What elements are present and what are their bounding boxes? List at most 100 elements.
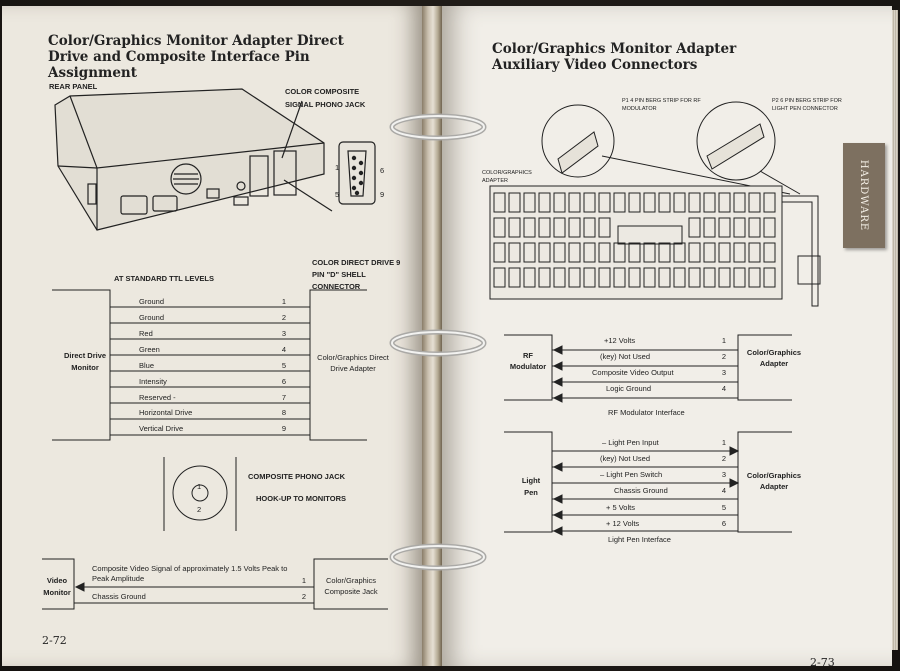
rf-signal-name: (key) Not Used — [600, 352, 651, 361]
board-chip — [733, 217, 746, 238]
board-chip — [523, 217, 536, 238]
board-chip — [673, 192, 686, 213]
board-chip — [628, 242, 641, 263]
board-chip — [643, 267, 656, 288]
lp-signal-name: Chassis Ground — [614, 486, 668, 495]
direct-drive-lines — [52, 289, 367, 441]
board-chip — [493, 242, 506, 263]
composite-signal-name: Composite Video Signal of approximately … — [92, 564, 288, 583]
phono-pin-1: 1 — [197, 482, 202, 491]
left-page-title: Color/Graphics Monitor Adapter Direct Dr… — [48, 33, 344, 81]
board-chip — [583, 217, 596, 238]
board-chip — [523, 242, 536, 263]
board-chip — [508, 192, 521, 213]
direct-drive-monitor-label: Direct Drive Monitor — [63, 351, 107, 372]
adapter-board — [489, 185, 821, 307]
berg-strip-callouts — [541, 101, 801, 195]
board-chip — [703, 242, 716, 263]
signal-pin: 4 — [281, 345, 286, 354]
board-chip — [493, 267, 506, 288]
rf-interface-lines — [504, 334, 792, 403]
composite-signal-pin: 2 — [301, 592, 306, 601]
board-chip — [703, 192, 716, 213]
signal-name: Horizontal Drive — [139, 408, 193, 417]
board-chip — [673, 242, 686, 263]
board-chip — [673, 267, 686, 288]
board-chip — [763, 192, 776, 213]
board-chip — [568, 267, 581, 288]
right-page-number: 2-73 — [810, 656, 835, 666]
lp-signal-pin: 3 — [721, 470, 726, 479]
rf-signal-name: Composite Video Output — [592, 368, 674, 377]
signal-name: Ground — [139, 313, 165, 322]
dsub-pin-9: 9 — [380, 190, 385, 199]
phono-jack-subtitle: HOOK-UP TO MONITORS — [256, 494, 347, 503]
rf-arrow — [552, 345, 563, 355]
rf-signal-pin: 2 — [721, 352, 726, 361]
lp-signal-pin: 1 — [721, 438, 726, 447]
signal-name: Vertical Drive — [139, 424, 184, 433]
hardware-section-tab[interactable]: HARDWARE — [843, 143, 885, 248]
lp-signal-name: (key) Not Used — [600, 454, 651, 463]
board-chip — [508, 217, 521, 238]
board-chip — [598, 217, 611, 238]
board-chip — [733, 192, 746, 213]
board-chip — [718, 242, 731, 263]
board-chip — [508, 242, 521, 263]
rear-panel-label: REAR PANEL — [49, 82, 98, 91]
board-chip — [643, 192, 656, 213]
board-chip — [748, 217, 761, 238]
composite-interface-lines — [42, 558, 388, 610]
board-chip — [748, 242, 761, 263]
board-chip — [733, 267, 746, 288]
lp-arrow — [729, 478, 740, 488]
board-chip — [493, 192, 506, 213]
board-chip — [703, 217, 716, 238]
board-chip — [658, 242, 671, 263]
board-chip — [718, 192, 731, 213]
video-monitor-label: Video Monitor — [43, 576, 71, 597]
rf-signal-pin: 3 — [721, 368, 726, 377]
rf-interface-caption: RF Modulator Interface — [608, 408, 685, 417]
lp-signal-pin: 6 — [721, 519, 726, 528]
right-page-title: Color/Graphics Monitor Adapter Auxiliary… — [492, 41, 737, 73]
lp-signal-name: – Light Pen Input — [602, 438, 659, 447]
board-chip — [523, 267, 536, 288]
board-chip — [538, 267, 551, 288]
rear-panel-drawing — [54, 88, 333, 231]
rf-arrow — [552, 377, 563, 387]
rf-arrow — [552, 361, 563, 371]
binder-ring-bottom — [389, 543, 487, 571]
board-chip — [748, 267, 761, 288]
board-chip — [748, 192, 761, 213]
signal-name: Green — [139, 345, 160, 354]
lp-arrow — [552, 526, 563, 536]
dsub-pin-5: 5 — [335, 190, 340, 199]
rf-signal-name: +12 Volts — [604, 336, 636, 345]
adapter-board-label: COLOR/GRAPHICS ADAPTER — [482, 170, 532, 184]
board-chip — [553, 267, 566, 288]
signal-pin: 7 — [281, 393, 286, 402]
board-chip — [538, 192, 551, 213]
board-chip — [688, 192, 701, 213]
board-chip — [553, 192, 566, 213]
board-chip — [613, 192, 626, 213]
signal-name: Ground — [139, 297, 165, 306]
board-chip — [733, 242, 746, 263]
board-chip — [553, 242, 566, 263]
dsub-pin-6: 6 — [380, 166, 385, 175]
binding-gutter — [422, 6, 442, 666]
p2-berg-strip-label: P2 6 PIN BERG STRIP FOR LIGHT PEN CONNEC… — [772, 98, 842, 112]
left-page: Color/Graphics Monitor Adapter Direct Dr… — [2, 6, 422, 666]
board-chip — [763, 217, 776, 238]
composite-jack-label: Color/Graphics Composite Jack — [324, 576, 378, 596]
signal-pin: 2 — [281, 313, 286, 322]
light-pen-label: Light Pen — [521, 476, 541, 497]
rf-arrow — [552, 393, 563, 403]
lp-arrow — [729, 446, 740, 456]
signal-name: Blue — [139, 361, 155, 370]
lp-arrow — [552, 510, 563, 520]
board-chip — [688, 242, 701, 263]
board-chip — [763, 267, 776, 288]
composite-signal-pin: 1 — [301, 576, 306, 585]
